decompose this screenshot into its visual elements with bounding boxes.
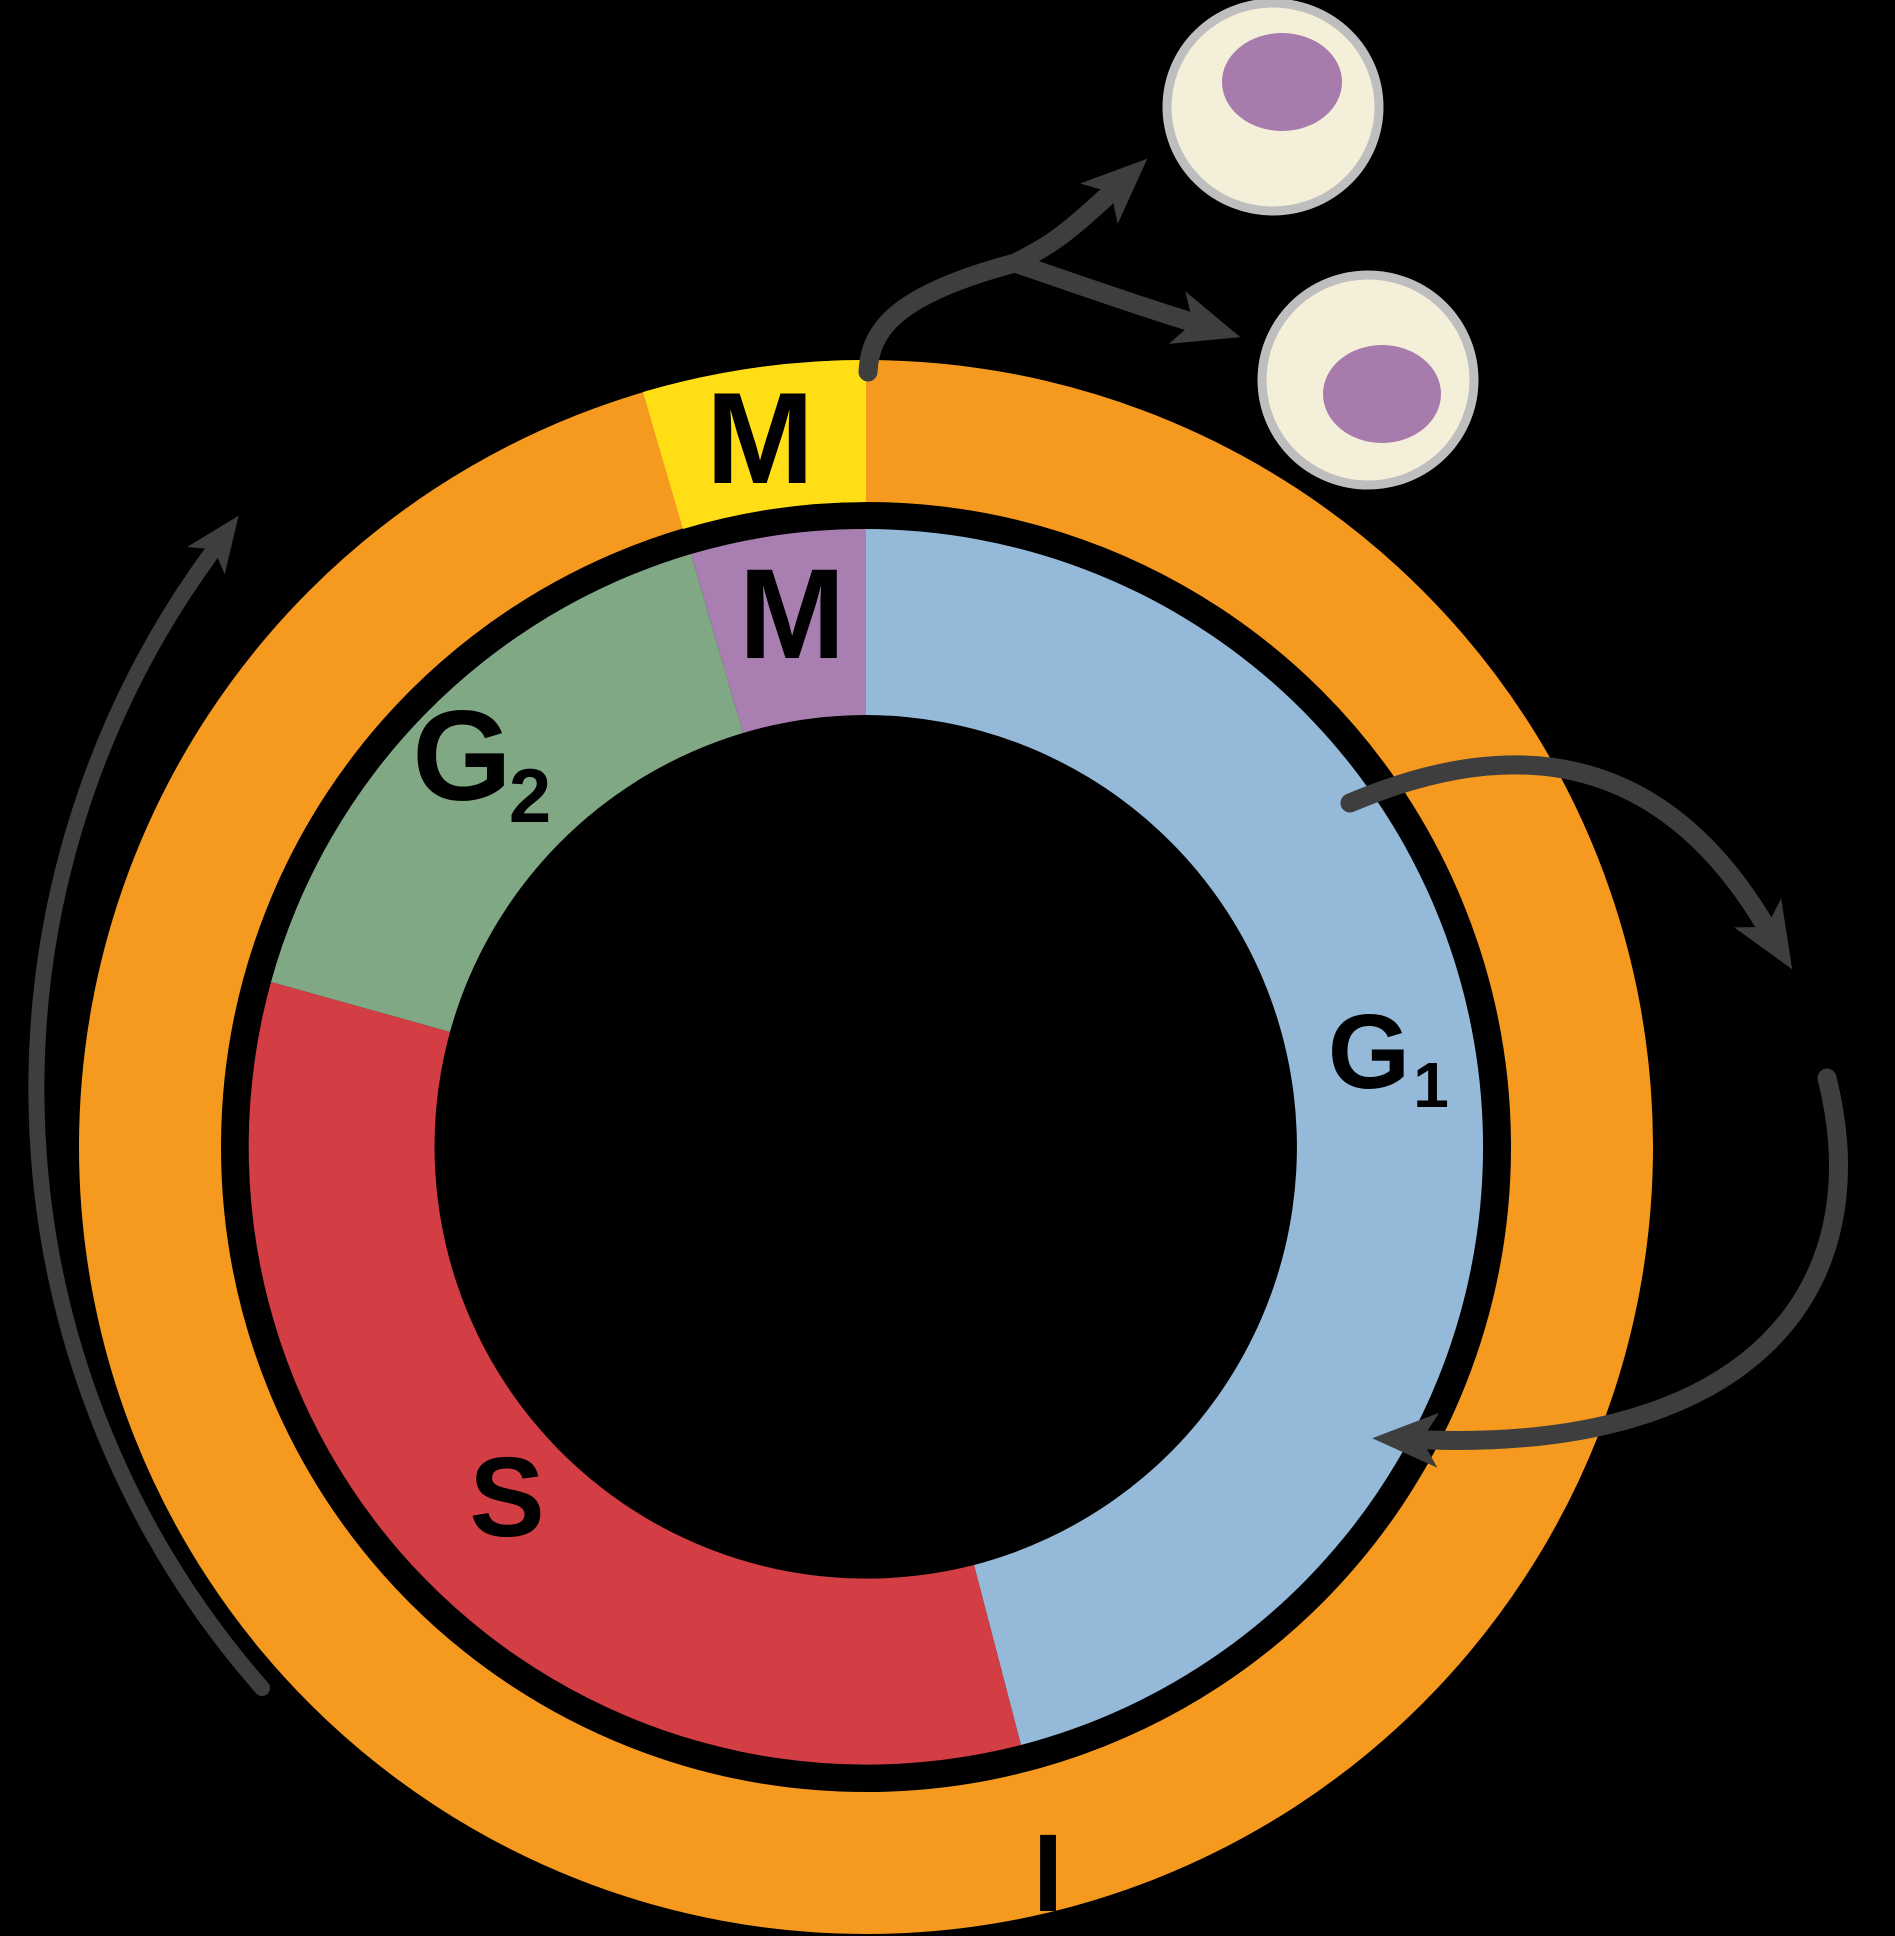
label-interphase: I bbox=[1033, 1812, 1064, 1935]
label-m-inner: M bbox=[739, 543, 846, 686]
segment-g2 bbox=[271, 554, 743, 1032]
label-g1: G bbox=[1328, 993, 1410, 1111]
label-m-outer: M bbox=[706, 365, 814, 511]
label-g2-subscript: 2 bbox=[509, 754, 551, 839]
division-arrow-stem bbox=[858, 253, 1025, 382]
label-g1-subscript: 1 bbox=[1413, 1049, 1449, 1121]
segment-s bbox=[248, 982, 1022, 1765]
division-arrow-lower bbox=[1005, 253, 1241, 344]
daughter-cell-1 bbox=[1162, 0, 1384, 216]
cycle-direction-arrow bbox=[28, 515, 270, 1696]
daughter-cell-2-nucleus bbox=[1323, 345, 1441, 443]
segment-g1 bbox=[866, 529, 1484, 1745]
label-g2: G bbox=[412, 685, 512, 828]
daughter-cell-1-nucleus bbox=[1222, 33, 1342, 131]
label-s: S bbox=[469, 1434, 544, 1560]
g1-return-arrow bbox=[1372, 1068, 1848, 1468]
segment-m-inner bbox=[691, 528, 866, 733]
daughter-cell-2 bbox=[1257, 270, 1479, 490]
segment-m-outer bbox=[643, 359, 866, 529]
g1-exit-arrow bbox=[1340, 755, 1793, 970]
